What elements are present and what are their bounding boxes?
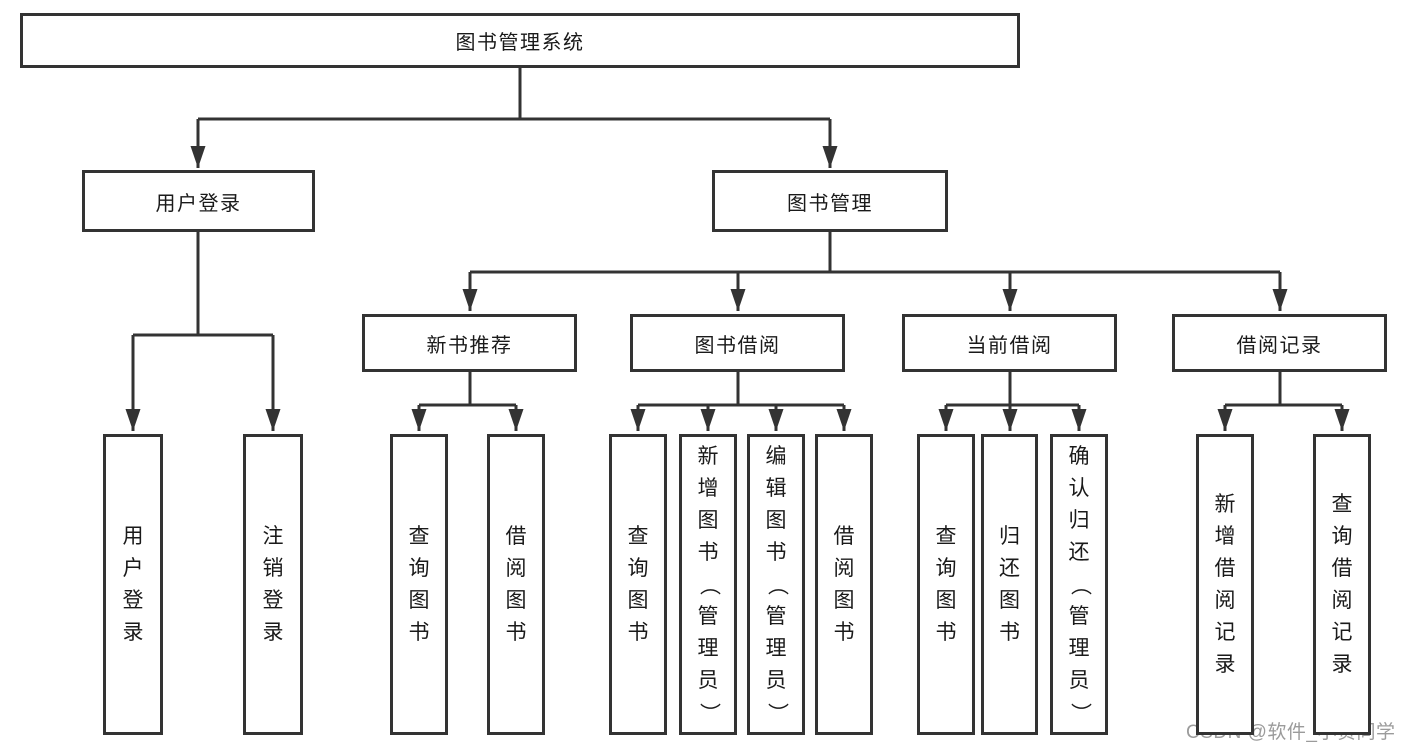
node-label: 新增图书（管理员） (697, 444, 720, 724)
node-label: 确认归还（管理员） (1068, 444, 1091, 724)
node-library-management-system: 图书管理系统 (20, 13, 1020, 68)
node-book-management: 图书管理 (712, 170, 948, 232)
node-label: 编辑图书（管理员） (765, 444, 788, 724)
node-label: 注销登录 (262, 524, 284, 644)
node-label: 用户登录 (155, 192, 242, 215)
leaf-borrow-books: 借阅图书 (487, 434, 545, 735)
node-label: 归还图书 (999, 524, 1020, 644)
leaf-edit-books-admin: 编辑图书（管理员） (747, 434, 805, 735)
node-current-borrow: 当前借阅 (902, 314, 1117, 372)
node-label: 查询图书 (627, 524, 649, 644)
node-label: 借阅图书 (833, 524, 855, 644)
node-book-borrow: 图书借阅 (630, 314, 845, 372)
node-label: 图书管理 (787, 192, 873, 215)
node-label: 新增借阅记录 (1214, 492, 1236, 676)
node-label: 查询借阅记录 (1331, 492, 1353, 676)
node-new-book-recommend: 新书推荐 (362, 314, 577, 372)
node-label: 用户登录 (122, 524, 144, 644)
node-label: 查询图书 (935, 524, 957, 644)
leaf-user-login: 用户登录 (103, 434, 163, 735)
leaf-query-books: 查询图书 (917, 434, 975, 735)
leaf-borrow-books: 借阅图书 (815, 434, 873, 735)
leaf-return-books: 归还图书 (981, 434, 1038, 735)
leaf-add-books-admin: 新增图书（管理员） (679, 434, 737, 735)
leaf-query-books: 查询图书 (390, 434, 448, 735)
node-label: 新书推荐 (426, 334, 513, 357)
node-label: 借阅图书 (505, 524, 527, 644)
node-label: 当前借阅 (966, 334, 1053, 357)
node-label: 借阅记录 (1236, 334, 1323, 357)
node-label: 图书管理系统 (455, 32, 585, 54)
leaf-logout: 注销登录 (243, 434, 303, 735)
leaf-confirm-return-admin: 确认归还（管理员） (1050, 434, 1108, 735)
leaf-query-books: 查询图书 (609, 434, 667, 735)
node-borrow-records: 借阅记录 (1172, 314, 1387, 372)
node-label: 图书借阅 (694, 334, 781, 357)
leaf-add-borrow-record: 新增借阅记录 (1196, 434, 1254, 735)
leaf-query-borrow-record: 查询借阅记录 (1313, 434, 1371, 735)
node-user-login: 用户登录 (82, 170, 315, 232)
node-label: 查询图书 (408, 524, 430, 644)
